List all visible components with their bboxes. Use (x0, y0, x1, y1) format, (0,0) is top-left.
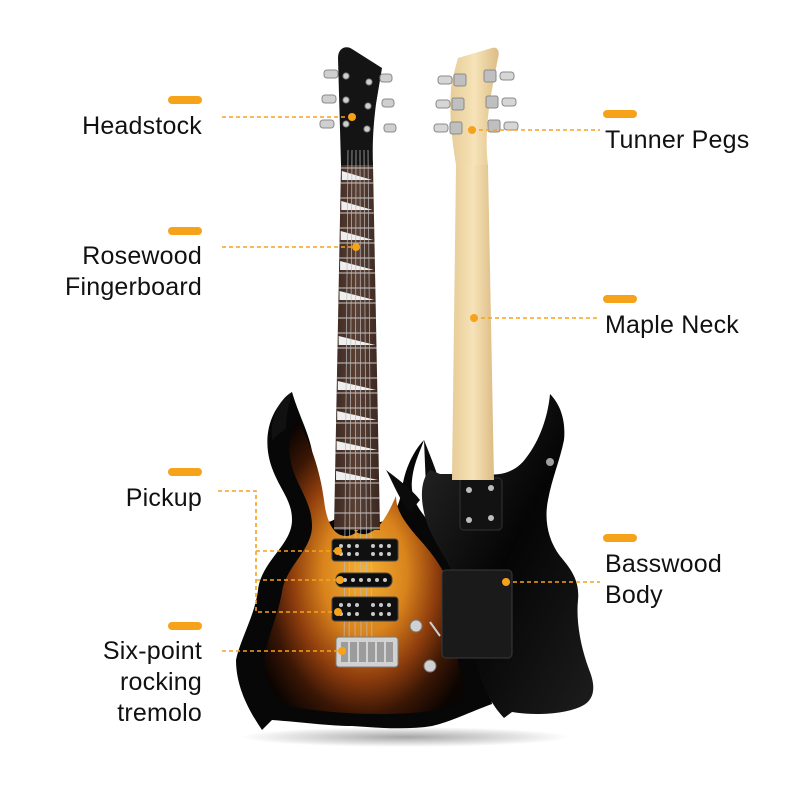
callout-dots (334, 113, 510, 655)
dot-body (502, 578, 510, 586)
callout-label-body: Basswood Body (605, 550, 722, 609)
fret-inlay (336, 441, 378, 450)
dot-tremolo (338, 647, 346, 655)
back-control-cover (441, 569, 513, 659)
callout-leaders (218, 116, 600, 652)
fret-inlay (337, 381, 377, 390)
callout-label-headstock: Headstock (82, 112, 202, 140)
callout-bar-body (603, 534, 637, 542)
callout-label-tuner-pegs: Tunner Pegs (605, 126, 750, 154)
dot-pickup-3 (334, 608, 342, 616)
back-strap-button (546, 458, 554, 466)
dot-pickup-1 (334, 547, 342, 555)
dot-maple-neck (470, 314, 478, 322)
front-headstock (338, 47, 382, 165)
callout-bar-fingerboard (168, 227, 202, 235)
front-controls (409, 619, 441, 673)
back-neck-screws (466, 485, 494, 523)
fret-inlay (340, 231, 374, 240)
fret-inlay (341, 171, 373, 180)
back-left-horn (386, 470, 420, 512)
guitar-back (386, 47, 594, 718)
front-inlays (336, 171, 378, 480)
callout-bar-maple-neck (603, 295, 637, 303)
fret-inlay (339, 291, 375, 300)
fret-inlay (337, 411, 377, 420)
back-tuner-pegs (433, 69, 519, 135)
fret-inlay (341, 201, 373, 210)
callout-label-fingerboard: Rosewood Fingerboard (64, 242, 202, 301)
callout-bar-headstock (168, 96, 202, 104)
front-body-top (264, 418, 466, 714)
callout-bar-tuner-pegs (603, 110, 637, 118)
callout-label-maple-neck: Maple Neck (605, 311, 739, 339)
dot-tuner-pegs (468, 126, 476, 134)
dot-pickup-2 (336, 576, 344, 584)
front-tuners (319, 69, 397, 133)
front-strings (343, 149, 373, 651)
dot-headstock (348, 113, 356, 121)
fret-inlay (336, 471, 378, 480)
callout-bar-tremolo (168, 622, 202, 630)
callout-label-pickup: Pickup (125, 484, 202, 512)
callout-label-tremolo: Six-point rocking tremolo (102, 637, 202, 727)
callout-bar-pickup (168, 468, 202, 476)
fret-inlay (338, 336, 376, 345)
fret-inlay (340, 261, 374, 270)
dot-fingerboard (352, 243, 360, 251)
back-maple-neck (452, 165, 494, 480)
front-upper-horn (271, 392, 292, 440)
guitar-front (236, 47, 492, 730)
floor-shadow (240, 727, 570, 747)
front-tremolo-bridge (335, 636, 399, 668)
back-neck-plate (459, 477, 503, 531)
